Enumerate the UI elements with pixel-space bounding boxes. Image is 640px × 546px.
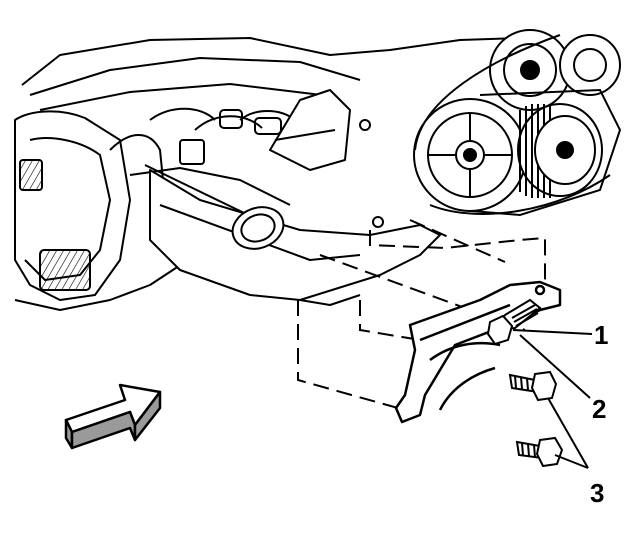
- splash-shield: [394, 280, 562, 424]
- bolt-1: [486, 298, 542, 346]
- front-direction-arrow: [64, 383, 162, 450]
- callout-1: 1: [594, 320, 609, 350]
- callout-leaders: [512, 329, 593, 469]
- callout-3: 3: [590, 478, 605, 508]
- bolt-3-lower: [515, 436, 564, 468]
- callout-2: 2: [592, 394, 607, 424]
- accessory-pulleys: [413, 29, 622, 217]
- engine-assembly: [14, 37, 521, 311]
- bolt-3-upper: [508, 370, 558, 402]
